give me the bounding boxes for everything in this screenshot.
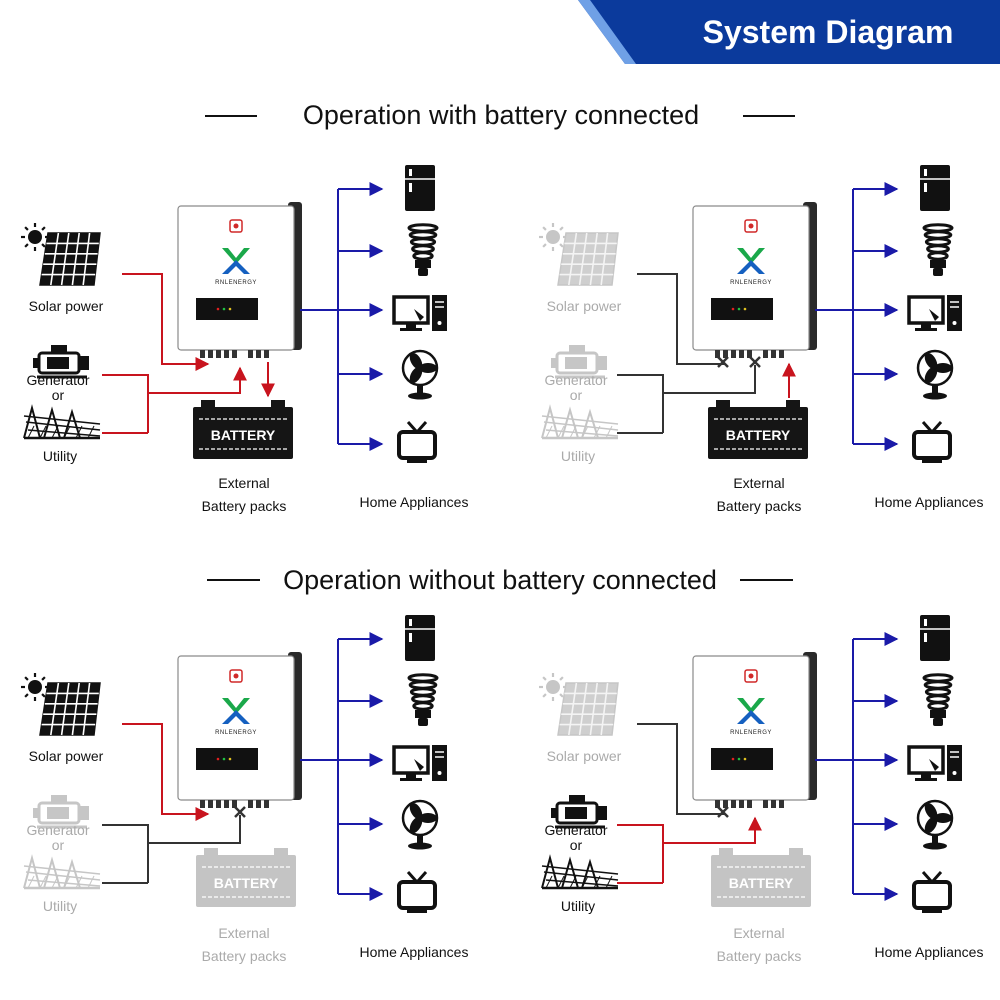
utility-tower-icon — [541, 854, 619, 890]
battery-label: BATTERY — [214, 875, 279, 891]
tv-icon — [397, 871, 437, 913]
disconnect-x-icon — [749, 356, 761, 368]
bulb-icon — [407, 223, 439, 276]
solar-panel-icon — [39, 232, 101, 286]
battery-packs-label: Battery packs — [202, 948, 287, 964]
external-label: External — [218, 475, 269, 491]
generator-label: Generator — [544, 372, 607, 388]
home-appliances-label: Home Appliances — [360, 494, 469, 510]
solar-label: Solar power — [29, 748, 104, 764]
brand-logo — [222, 248, 250, 274]
brand-name: RNLENERGY — [730, 730, 772, 736]
battery-icon: BATTERY — [196, 848, 296, 907]
computer-icon — [392, 295, 447, 331]
external-label: External — [733, 475, 784, 491]
brand-name: RNLENERGY — [730, 280, 772, 286]
refrigerator-icon — [920, 615, 950, 661]
computer-icon — [907, 745, 962, 781]
sun-icon — [539, 223, 567, 251]
generator-icon — [33, 795, 89, 829]
utility-label: Utility — [561, 898, 595, 914]
battery-label: BATTERY — [729, 875, 794, 891]
solar-panel-icon — [557, 232, 619, 286]
section-heading-without-battery: Operation without battery connected — [207, 565, 793, 595]
utility-tower-icon — [23, 854, 101, 890]
bulb-icon — [407, 673, 439, 726]
computer-icon — [392, 745, 447, 781]
sun-icon — [21, 223, 49, 251]
generator-icon — [551, 795, 607, 829]
solar-panel-icon — [39, 682, 101, 736]
utility-label: Utility — [43, 898, 77, 914]
battery-packs-label: Battery packs — [717, 498, 802, 514]
disconnect-x-icon — [717, 806, 729, 818]
inverter-unit: RNLENERGY — [177, 202, 302, 358]
section-title-with-battery: Operation with battery connected — [303, 100, 699, 130]
utility-tower-icon — [541, 404, 619, 440]
solar-label: Solar power — [29, 298, 104, 314]
utility-label: Utility — [43, 448, 77, 464]
section-title-without-battery: Operation without battery connected — [283, 565, 717, 595]
tv-icon — [912, 871, 952, 913]
brand-name: RNLENERGY — [215, 280, 257, 286]
external-label: External — [218, 925, 269, 941]
computer-icon — [907, 295, 962, 331]
solar-label: Solar power — [547, 298, 622, 314]
header-banner: System Diagram — [578, 0, 1000, 64]
home-appliances-label: Home Appliances — [875, 944, 984, 960]
battery-packs-label: Battery packs — [717, 948, 802, 964]
generator-icon — [551, 345, 607, 379]
or-label: or — [570, 837, 583, 853]
refrigerator-icon — [405, 615, 435, 661]
battery-packs-label: Battery packs — [202, 498, 287, 514]
generator-label: Generator — [26, 822, 89, 838]
brand-name: RNLENERGY — [215, 730, 257, 736]
utility-tower-icon — [23, 404, 101, 440]
tv-icon — [397, 421, 437, 463]
inverter-unit: RNLENERGY — [692, 652, 817, 808]
inverter-unit: RNLENERGY — [692, 202, 817, 358]
inverter-unit: RNLENERGY — [177, 652, 302, 808]
fan-icon — [401, 799, 439, 850]
battery-icon: BATTERY — [193, 400, 293, 459]
tv-icon — [912, 421, 952, 463]
refrigerator-icon — [405, 165, 435, 211]
brand-logo — [737, 698, 765, 724]
battery-icon: BATTERY — [708, 400, 808, 459]
sun-icon — [21, 673, 49, 701]
disconnect-x-icon — [234, 806, 246, 818]
fan-icon — [916, 349, 954, 400]
section-heading-with-battery: Operation with battery connected — [205, 100, 795, 130]
solar-panel-icon — [557, 682, 619, 736]
battery-label: BATTERY — [726, 427, 791, 443]
generator-icon — [33, 345, 89, 379]
or-label: or — [52, 387, 65, 403]
bulb-icon — [922, 673, 954, 726]
fan-icon — [916, 799, 954, 850]
solar-label: Solar power — [547, 748, 622, 764]
page-title: System Diagram — [703, 14, 954, 50]
home-appliances-label: Home Appliances — [360, 944, 469, 960]
external-label: External — [733, 925, 784, 941]
brand-logo — [737, 248, 765, 274]
sun-icon — [539, 673, 567, 701]
generator-label: Generator — [26, 372, 89, 388]
home-appliances-label: Home Appliances — [875, 494, 984, 510]
refrigerator-icon — [920, 165, 950, 211]
battery-label: BATTERY — [211, 427, 276, 443]
disconnect-x-icon — [717, 356, 729, 368]
bulb-icon — [922, 223, 954, 276]
or-label: or — [570, 387, 583, 403]
battery-icon: BATTERY — [711, 848, 811, 907]
brand-logo — [222, 698, 250, 724]
fan-icon — [401, 349, 439, 400]
generator-label: Generator — [544, 822, 607, 838]
utility-label: Utility — [561, 448, 595, 464]
or-label: or — [52, 837, 65, 853]
